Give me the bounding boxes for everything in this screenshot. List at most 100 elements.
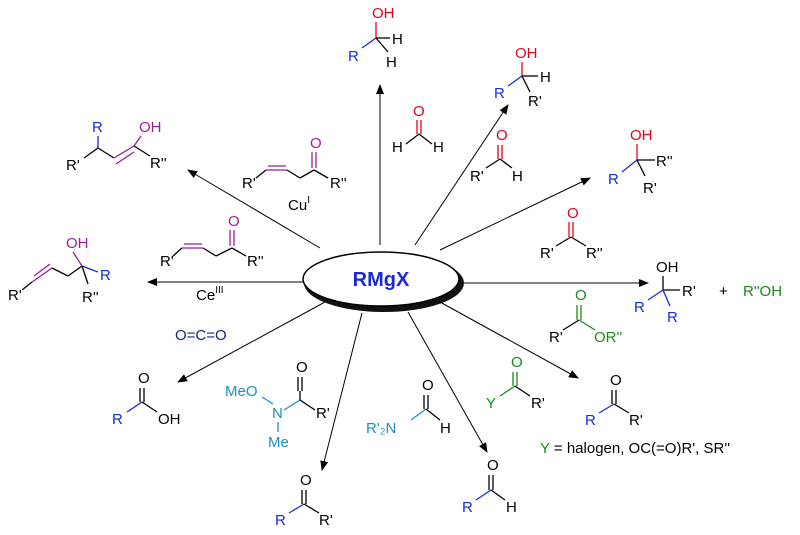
svg-text:CeIII: CeIII <box>196 285 224 304</box>
oh-label: OH <box>656 259 679 276</box>
arrow-ketone <box>439 177 591 251</box>
oh-label: OH <box>66 235 89 252</box>
r-double-prime-label: R'' <box>247 253 264 270</box>
r-label: R <box>634 299 645 316</box>
reagent-aldehyde: O R' H <box>470 127 523 185</box>
o-label: O <box>296 359 308 376</box>
o-label: O <box>228 213 240 230</box>
reagent-ester: O R' OR'' <box>549 287 622 346</box>
o-label: O <box>511 354 523 371</box>
o-label: O <box>496 127 508 144</box>
r-label: R <box>608 171 619 188</box>
product-tertiary-alcohol-from-ester: OH R R' R + R''OH <box>634 259 782 326</box>
h-label: H <box>540 69 551 86</box>
cerium-text: Ce <box>196 287 215 304</box>
product-tertiary-alcohol: OH R R'' R' <box>608 127 673 197</box>
methyl-label: Me <box>268 434 289 451</box>
r-label: R <box>92 119 103 136</box>
arrow-formamide <box>407 311 488 453</box>
product-ketone-bottom: O R R' <box>275 472 333 529</box>
h-label: H <box>392 139 403 156</box>
product-primary-alcohol: OH R H H <box>348 5 403 71</box>
cerium-label: CeIII <box>196 285 224 304</box>
r-double-prime-label: R'' <box>330 175 347 192</box>
reagent-ketone: O R' R'' <box>540 205 603 262</box>
h-label: H <box>506 499 517 516</box>
product-enol: R R' OH R'' <box>66 119 167 174</box>
o-label: O <box>300 472 312 489</box>
copper-oxidation: I <box>307 195 310 206</box>
r-prime-label: R' <box>682 283 696 300</box>
y-definition: Y = halogen, OC(=O)R', SR'' <box>540 440 730 457</box>
reagent-co2: O=C=O <box>175 327 227 344</box>
reagent-weinreb-amide: MeO N Me O R' <box>225 359 330 451</box>
o-label: O <box>575 287 587 304</box>
reagent-enone-ce: R' O R'' <box>160 213 264 270</box>
product-aldehyde: O R H <box>462 457 517 516</box>
r-prime-label: R' <box>531 395 545 412</box>
r-double-prime-label: R'' <box>82 289 99 306</box>
reagent-formaldehyde: O H H <box>392 103 444 156</box>
product-secondary-alcohol: OH R H R' <box>494 45 551 110</box>
rmgx-label: RMgX <box>353 269 410 291</box>
arrow-aldehyde <box>414 104 509 246</box>
plus-sign: + <box>719 283 728 300</box>
arrow-cu <box>187 169 321 249</box>
reagent-formamide: O R'₂N H <box>366 377 451 437</box>
dialkylamino-label: R'₂N <box>366 420 396 437</box>
r-prime-label: R' <box>528 93 542 110</box>
oh-label: OH <box>139 119 162 136</box>
r-double-prime-label: R'' <box>150 155 167 172</box>
alcohol-byproduct-label: R''OH <box>743 283 782 300</box>
r-prime-label: R' <box>160 253 174 270</box>
r-prime-label: R' <box>242 175 256 192</box>
reagent-acyl-y: O Y R' <box>486 354 545 412</box>
r-prime-label: R' <box>316 405 330 422</box>
r-label: R <box>112 411 123 428</box>
r-label: R <box>585 412 596 429</box>
r-double-prime-label: R'' <box>586 245 603 262</box>
o-label: O <box>138 370 150 387</box>
o-label: O <box>413 103 425 120</box>
alkoxy-label: OR'' <box>594 329 622 346</box>
h-label: H <box>433 139 444 156</box>
r-label: R <box>494 85 505 102</box>
oh-label: OH <box>515 45 538 62</box>
r-label: R <box>100 267 111 284</box>
r-prime-label: R' <box>66 157 80 174</box>
r-prime-label: R' <box>549 329 563 346</box>
center-reagent: RMgX <box>302 251 464 312</box>
copper-text: Cu <box>288 197 307 214</box>
o-label: O <box>422 377 434 394</box>
o-label: O <box>610 372 622 389</box>
r-double-prime-label: R'' <box>656 153 673 170</box>
product-carboxylic-acid: O R OH <box>112 370 181 428</box>
y-definition-text: = halogen, OC(=O)R', SR'' <box>550 440 730 457</box>
h-label: H <box>386 54 397 71</box>
r-label: R <box>275 512 286 529</box>
o-label: O <box>567 205 579 222</box>
oh-label: OH <box>372 5 395 22</box>
r-prime-label: R' <box>643 180 657 197</box>
y-label: Y <box>486 395 496 412</box>
o-label: O <box>310 135 322 152</box>
r-prime-label: R' <box>8 287 22 304</box>
r-prime-label: R' <box>470 168 484 185</box>
reaction-arrows <box>147 84 649 471</box>
o-label: O <box>487 457 499 474</box>
product-allylic-alcohol: R' OH R R'' <box>8 235 111 306</box>
r-prime-label: R' <box>540 245 554 262</box>
r-prime-label: R' <box>629 412 643 429</box>
copper-label: CuI <box>288 195 310 214</box>
r-prime-label: R' <box>319 512 333 529</box>
cerium-oxidation: III <box>215 285 223 296</box>
arrow-weinreb <box>320 312 363 471</box>
r-label: R <box>667 309 678 326</box>
n-label: N <box>272 405 283 422</box>
product-ketone-right: O R R' <box>585 372 643 429</box>
h-label: H <box>392 31 403 48</box>
oh-label: OH <box>630 127 653 144</box>
svg-text:CuI: CuI <box>288 195 310 214</box>
r-label: R <box>462 499 473 516</box>
h-label: H <box>440 420 451 437</box>
